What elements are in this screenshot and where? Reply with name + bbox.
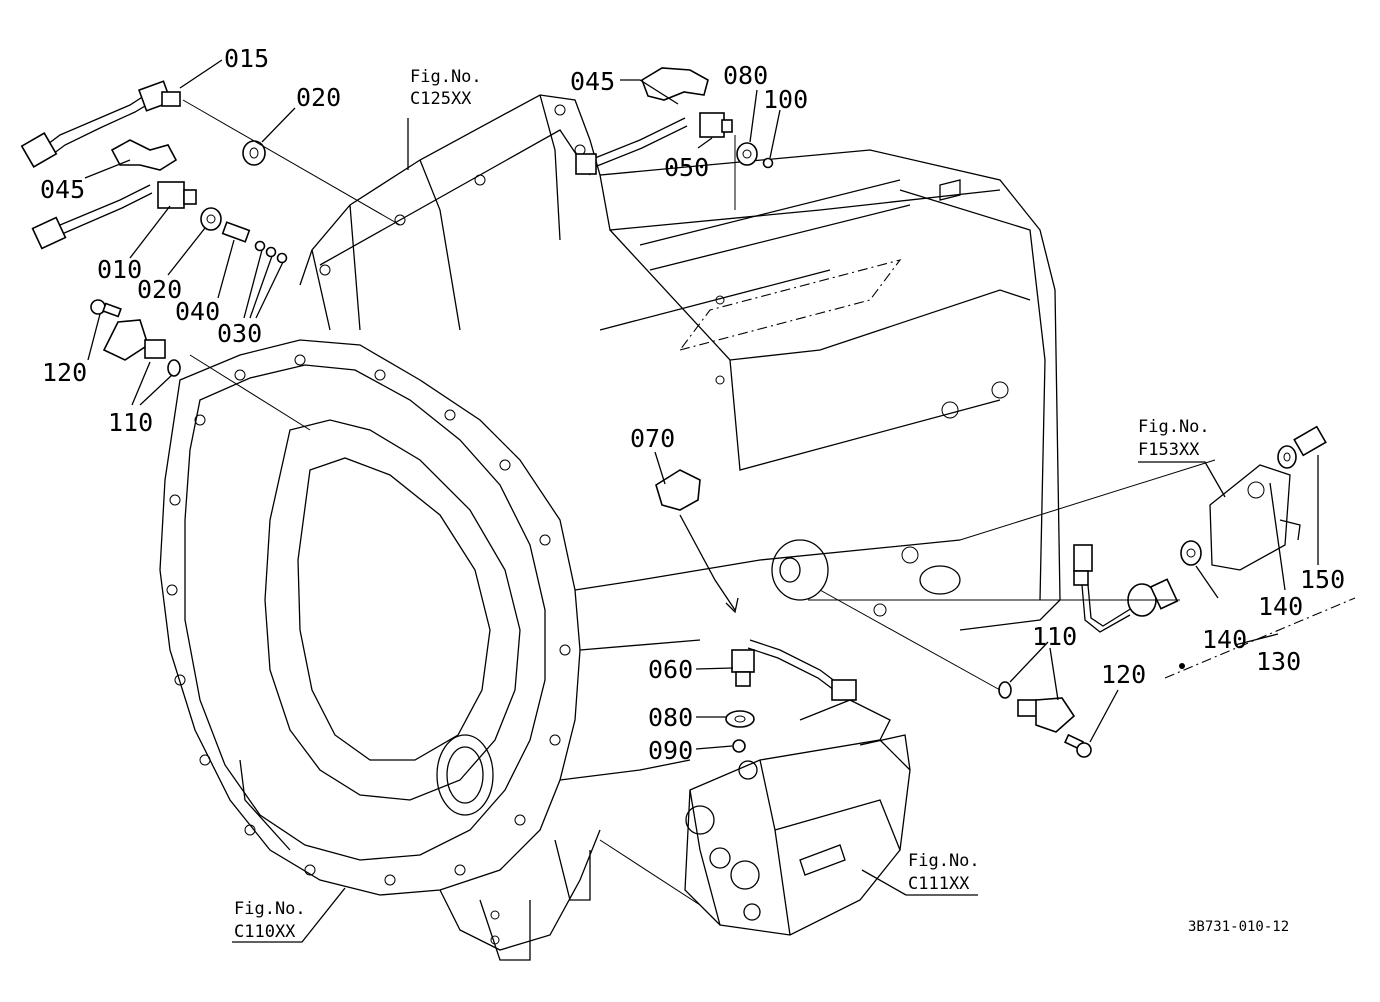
figure-references: Fig.No. C125XX Fig.No. F153XX Fig.No. C1…	[234, 67, 1210, 942]
callout-130[interactable]: 130	[1256, 647, 1301, 676]
part-080-washer-bottom[interactable]	[725, 710, 755, 728]
fig-ref-c111-label: Fig.No.	[908, 851, 980, 871]
callout-140-upper[interactable]: 140	[1258, 592, 1303, 621]
leader-lines	[84, 59, 1356, 943]
callout-010[interactable]: 010	[97, 255, 142, 284]
part-040-pin[interactable]	[221, 221, 251, 243]
part-140-washer[interactable]	[1180, 540, 1202, 566]
callout-100[interactable]: 100	[763, 85, 808, 114]
part-100-ball[interactable]	[762, 157, 774, 169]
callout-060[interactable]: 060	[648, 655, 693, 684]
part-090-ball[interactable]	[732, 739, 746, 753]
part-130-switch-assembly[interactable]	[1073, 544, 1185, 669]
callout-150[interactable]: 150	[1300, 565, 1345, 594]
part-070-cover[interactable]	[655, 469, 739, 614]
fig-ref-f153-label: Fig.No.	[1138, 417, 1210, 437]
part-080-washer-top[interactable]	[736, 142, 758, 166]
callout-110-left[interactable]: 110	[108, 408, 153, 437]
fig-ref-c110-code[interactable]: C110XX	[234, 922, 296, 942]
control-valve-assembly	[684, 699, 911, 936]
bracket-f153	[1209, 464, 1301, 571]
callout-120-left[interactable]: 120	[42, 358, 87, 387]
fig-ref-c125-code[interactable]: C125XX	[410, 89, 472, 109]
assembly-lines	[182, 99, 1216, 906]
part-110-sensor-left[interactable]	[102, 319, 181, 377]
callout-110-right[interactable]: 110	[1032, 622, 1077, 651]
transmission-housing	[159, 94, 1061, 961]
callout-040[interactable]: 040	[175, 297, 220, 326]
part-140-washer-upper[interactable]	[1277, 445, 1297, 469]
callout-labels: 015 020 045 010 020 040 030 120 110 045 …	[40, 44, 1345, 765]
callout-020-top[interactable]: 020	[296, 83, 341, 112]
callout-140-lower[interactable]: 140	[1202, 625, 1247, 654]
part-120-bolt-left[interactable]	[90, 299, 122, 318]
part-030-balls[interactable]	[254, 240, 288, 264]
part-110-sensor-right[interactable]	[998, 681, 1076, 733]
part-120-bolt-right[interactable]	[1063, 733, 1092, 758]
callout-045-top[interactable]: 045	[570, 67, 615, 96]
fig-ref-c110-label: Fig.No.	[234, 899, 306, 919]
part-045-cap-top[interactable]	[641, 67, 709, 101]
part-015-sensor[interactable]	[20, 80, 181, 168]
part-010-switch[interactable]	[31, 181, 197, 250]
fig-ref-c111-code[interactable]: C111XX	[908, 874, 970, 894]
part-060-switch[interactable]	[731, 639, 857, 701]
callout-080-top[interactable]: 080	[723, 61, 768, 90]
fig-ref-f153-code[interactable]: F153XX	[1138, 440, 1200, 460]
callout-045-left[interactable]: 045	[40, 175, 85, 204]
callout-030[interactable]: 030	[217, 319, 262, 348]
part-020-washer-top[interactable]	[242, 140, 266, 166]
callout-050[interactable]: 050	[664, 153, 709, 182]
part-150-plug[interactable]	[1293, 425, 1327, 457]
part-045-cap-left[interactable]	[110, 139, 178, 171]
callout-015[interactable]: 015	[224, 44, 269, 73]
part-050-switch[interactable]	[575, 112, 733, 175]
callout-120-right[interactable]: 120	[1101, 660, 1146, 689]
callout-090[interactable]: 090	[648, 736, 693, 765]
part-020-washer-left[interactable]	[200, 207, 222, 231]
fig-ref-c125-label: Fig.No.	[410, 67, 482, 87]
callout-070[interactable]: 070	[630, 424, 675, 453]
drawing-code: 3B731-010-12	[1188, 919, 1289, 935]
callout-080-bottom[interactable]: 080	[648, 703, 693, 732]
callout-020-left[interactable]: 020	[137, 275, 182, 304]
